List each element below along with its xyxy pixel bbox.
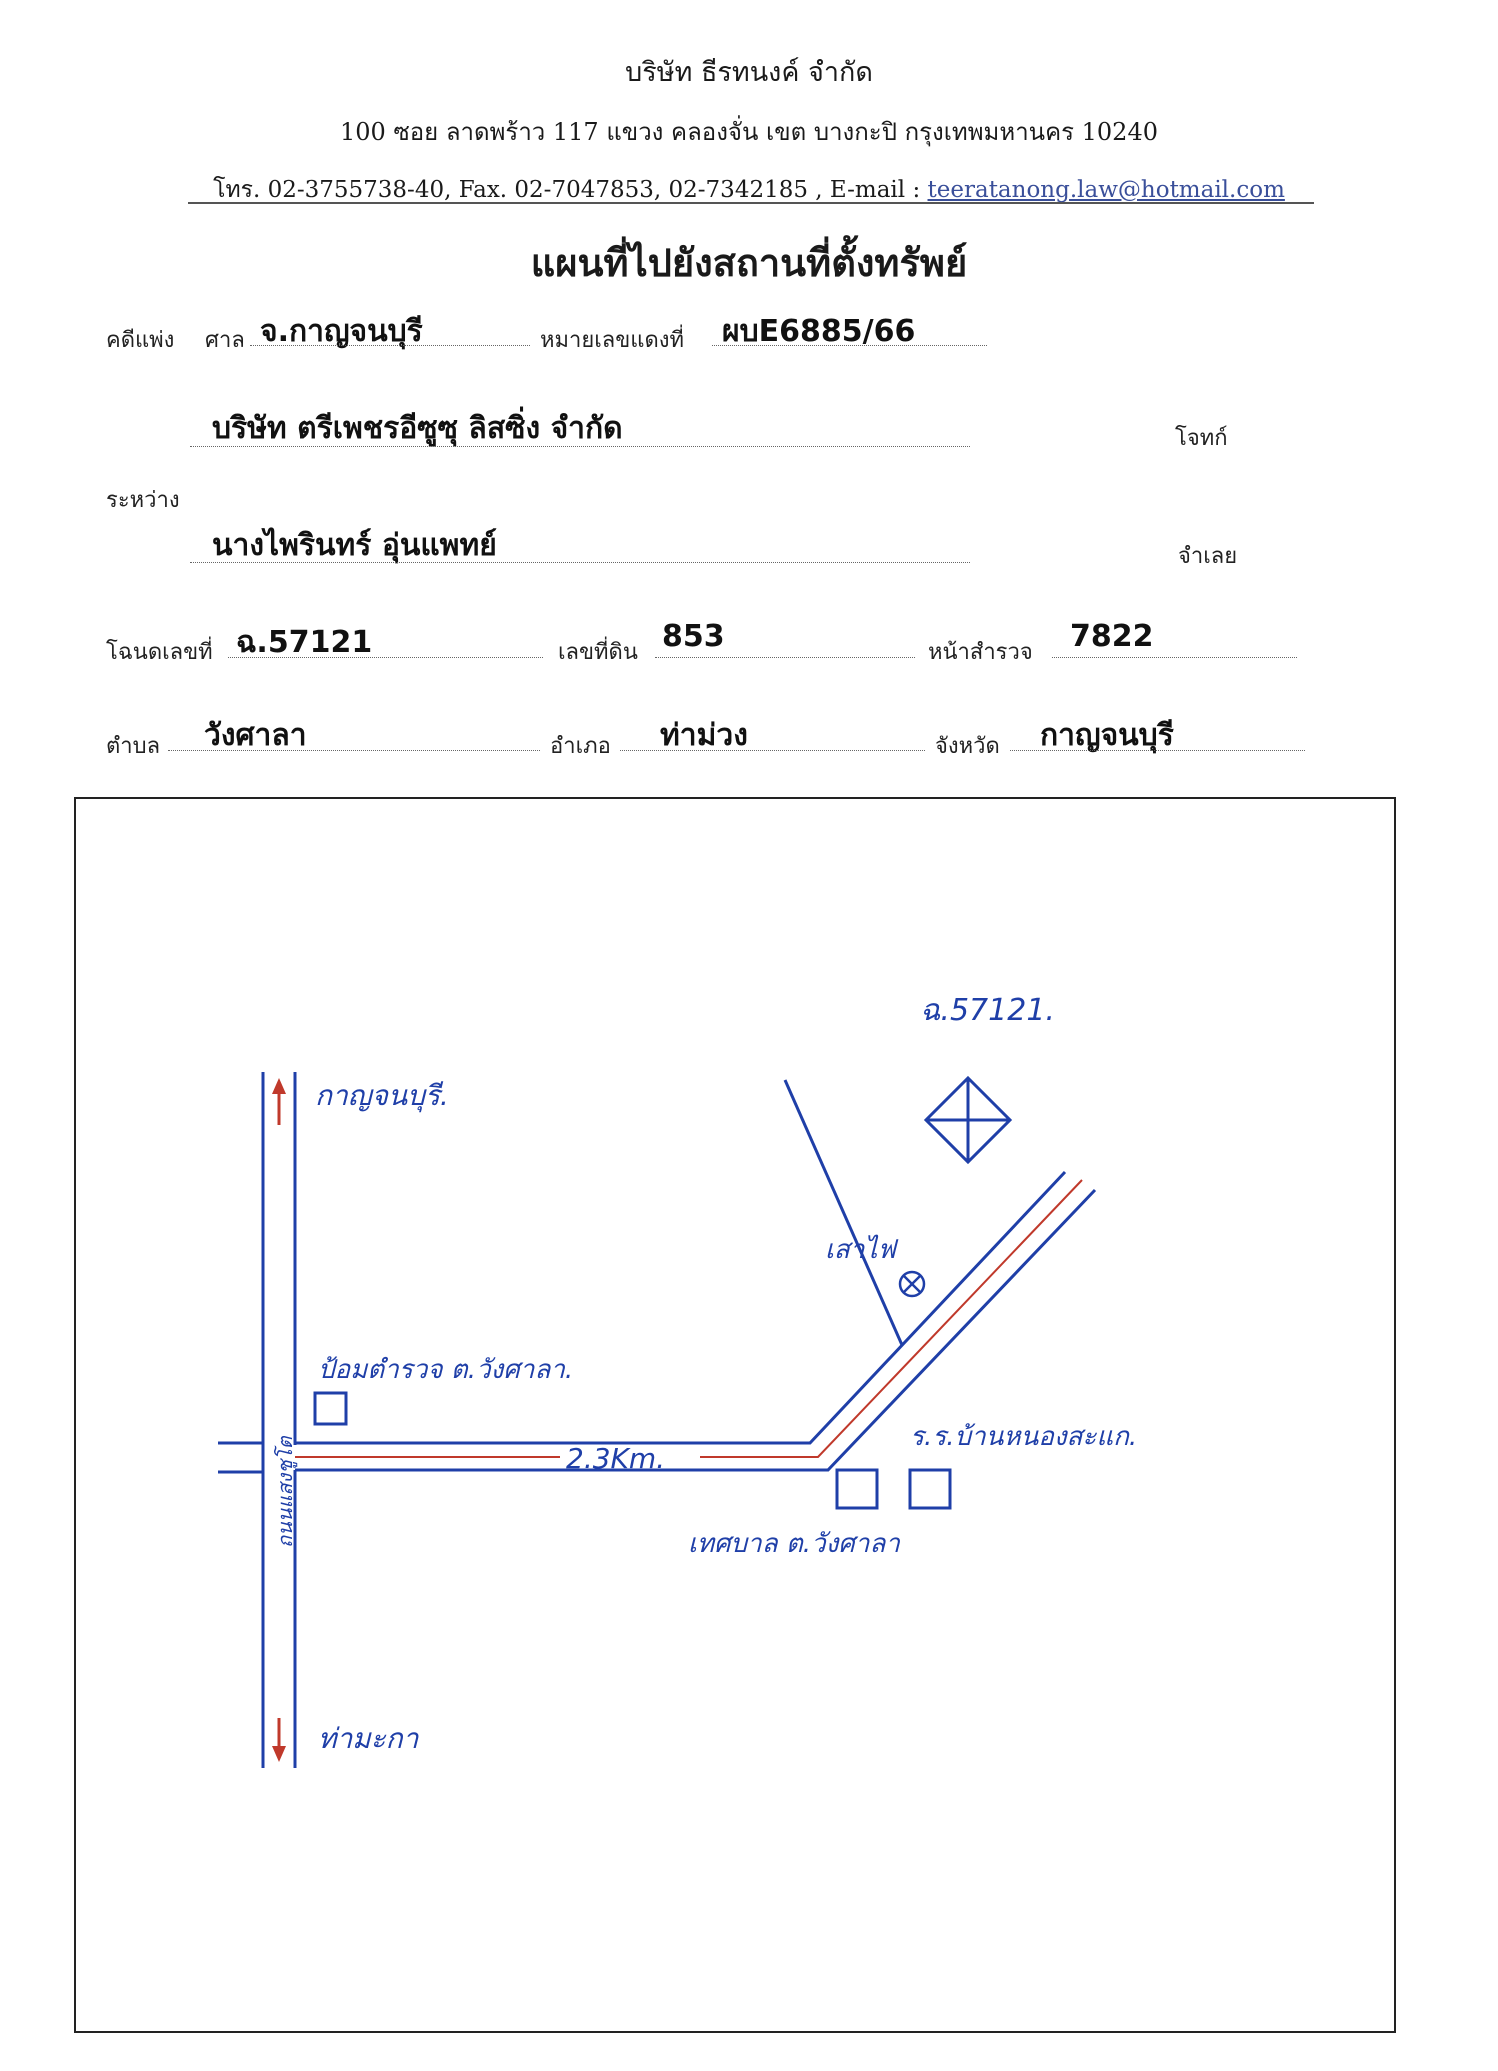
- header-divider: [188, 202, 1314, 204]
- contact-phone-fax: โทร. 02-3755738-40, Fax. 02-7047853, 02-…: [213, 177, 928, 203]
- plaintiff-name: บริษัท ตรีเพชรอีซูซุ ลิสซิ่ง จำกัด: [212, 411, 623, 446]
- plaintiff-underline: [190, 446, 970, 447]
- company-name: บริษัท ธีรทนงค์ จำกัด: [625, 57, 873, 88]
- plaintiff-label: โจทก์: [1175, 426, 1228, 451]
- land-number-value: 853: [662, 619, 725, 654]
- police-box-building-icon: [313, 1391, 348, 1426]
- power-line: [783, 1079, 904, 1346]
- school-label: ร.ร.บ้านหนองสะแก.: [910, 1422, 1137, 1452]
- subdistrict-underline: [168, 750, 540, 751]
- deed-marker-label: ฉ.57121.: [920, 993, 1055, 1028]
- district-value: ท่าม่วง: [660, 718, 748, 753]
- school-building-icon: [908, 1468, 952, 1510]
- district-underline: [620, 750, 925, 751]
- civil-case-label: คดีแพ่ง: [106, 328, 175, 353]
- title-deed-label: โฉนดเลขที่: [106, 640, 213, 665]
- property-marker-icon: [923, 1075, 1013, 1165]
- land-number-label: เลขที่ดิน: [558, 640, 638, 665]
- court-label: ศาล: [205, 328, 245, 353]
- left-side-road: [218, 1441, 263, 1474]
- survey-page-value: 7822: [1070, 619, 1154, 654]
- court-value: จ.กาญจนบุรี: [260, 314, 423, 349]
- defendant-underline: [190, 562, 970, 563]
- north-destination-label: กาญจนบุรี.: [315, 1079, 449, 1113]
- subdistrict-label: ตำบล: [106, 734, 161, 759]
- red-number-underline: [712, 345, 987, 346]
- main-road-label: ถนนแสงชูโต: [273, 1435, 298, 1548]
- province-underline: [1010, 750, 1305, 751]
- between-label: ระหว่าง: [106, 488, 180, 513]
- title-deed-underline: [228, 657, 543, 658]
- municipality-building-icon: [835, 1468, 879, 1510]
- survey-page-underline: [1052, 657, 1297, 658]
- subdistrict-value: วังศาลา: [204, 718, 307, 753]
- province-value: กาญจนบุรี: [1040, 718, 1174, 753]
- police-box-label: ป้อมตำรวจ ต.วังศาลา.: [318, 1355, 573, 1385]
- court-underline: [250, 345, 530, 346]
- access-road: [295, 1170, 1097, 1472]
- south-destination-label: ท่ามะกา: [318, 1722, 420, 1755]
- defendant-name: นางไพรินทร์ อุ่นแพทย์: [212, 528, 497, 563]
- province-label: จังหวัด: [935, 734, 1000, 759]
- contact-email-link[interactable]: teeratanong.law@hotmail.com: [927, 177, 1285, 203]
- red-number-value: ผบE6885/66: [722, 314, 916, 349]
- district-label: อำเภอ: [550, 734, 611, 759]
- pole-marker-icon: [898, 1270, 926, 1298]
- company-contact: โทร. 02-3755738-40, Fax. 02-7047853, 02-…: [0, 172, 1498, 208]
- north-arrow-icon: [272, 1078, 286, 1125]
- power-pole-label: เสาไฟ: [825, 1234, 899, 1265]
- main-road: [261, 1072, 297, 1768]
- company-address: 100 ซอย ลาดพร้าว 117 แขวง คลองจั่น เขต บ…: [340, 118, 1158, 146]
- defendant-label: จำเลย: [1178, 544, 1238, 569]
- document-title: แผนที่ไปยังสถานที่ตั้งทรัพย์: [530, 240, 968, 285]
- municipality-label: เทศบาล ต.วังศาลา: [688, 1529, 901, 1559]
- survey-page-label: หน้าสำรวจ: [928, 640, 1033, 665]
- south-arrow-icon: [272, 1718, 286, 1762]
- distance-label: 2.3Km.: [566, 1442, 665, 1475]
- land-number-underline: [655, 657, 915, 658]
- red-number-label: หมายเลขแดงที่: [540, 328, 684, 353]
- map-frame: [74, 797, 1396, 2033]
- title-deed-value: ฉ.57121: [236, 625, 373, 660]
